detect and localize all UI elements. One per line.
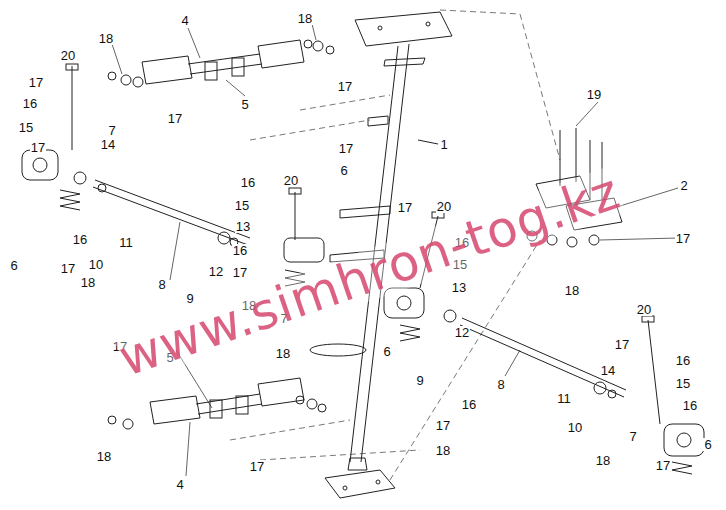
callout-number: 17: [337, 80, 353, 93]
callout-number: 17: [232, 266, 248, 279]
callout-number: 1: [439, 138, 448, 151]
callout-number: 17: [675, 232, 691, 245]
callout-number: 6: [9, 259, 18, 272]
callout-number: 7: [107, 124, 116, 137]
callout-number: 17: [614, 338, 630, 351]
callout-number: 17: [655, 459, 671, 472]
callout-number: 16: [232, 244, 248, 257]
callout-number: 17: [249, 460, 265, 473]
callout-number: 18: [275, 347, 291, 360]
callout-number: 5: [240, 98, 249, 111]
callout-number: 7: [628, 430, 637, 443]
callout-number: 4: [180, 14, 189, 27]
callout-number: 12: [454, 326, 470, 339]
callout-number: 20: [636, 303, 652, 316]
callout-number: 12: [208, 265, 224, 278]
callout-number: 8: [157, 278, 166, 291]
callout-number: 18: [96, 450, 112, 463]
watermark: www.simhron-tog.kz: [114, 166, 627, 384]
callout-number: 6: [703, 438, 712, 451]
callout-number: 18: [297, 12, 313, 25]
callout-number: 8: [496, 378, 505, 391]
callout-number: 14: [100, 138, 116, 151]
callout-number: 16: [72, 233, 88, 246]
callout-number: 18: [595, 454, 611, 467]
callout-number: 20: [283, 174, 299, 187]
callout-number: 15: [18, 121, 34, 134]
callout-number: 16: [682, 399, 698, 412]
callout-number: 19: [586, 88, 602, 101]
callout-number: 9: [415, 374, 424, 387]
callout-number: 13: [235, 220, 251, 233]
callout-number: 18: [435, 444, 451, 457]
callout-number: 17: [28, 76, 44, 89]
callout-number: 11: [556, 392, 572, 405]
callout-number: 20: [60, 49, 76, 62]
callout-number: 10: [88, 258, 104, 271]
callout-number: 16: [240, 176, 256, 189]
callout-number: 17: [30, 141, 46, 154]
callout-number: 18: [80, 276, 96, 289]
callout-number: 15: [675, 377, 691, 390]
callout-number: 13: [451, 281, 467, 294]
callout-number: 17: [167, 112, 183, 125]
callout-number: 16: [675, 354, 691, 367]
callout-number: 16: [461, 398, 477, 411]
callout-number: 6: [382, 345, 391, 358]
callout-number: 11: [118, 236, 134, 249]
callout-number: 18: [98, 32, 114, 45]
callout-number: 17: [435, 419, 451, 432]
callout-number: 17: [60, 262, 76, 275]
callout-number: 4: [175, 478, 184, 491]
callout-number: 18: [564, 284, 580, 297]
callout-number: 20: [436, 200, 452, 213]
callout-number: 16: [22, 97, 38, 110]
callout-number: 17: [338, 142, 354, 155]
callout-number: 10: [567, 421, 583, 434]
callout-number: 9: [185, 292, 194, 305]
callout-number: 17: [397, 201, 413, 214]
callout-number: 2: [679, 179, 688, 192]
callout-number: 14: [600, 364, 616, 377]
callout-number: 15: [234, 199, 250, 212]
callout-number: 6: [339, 164, 348, 177]
